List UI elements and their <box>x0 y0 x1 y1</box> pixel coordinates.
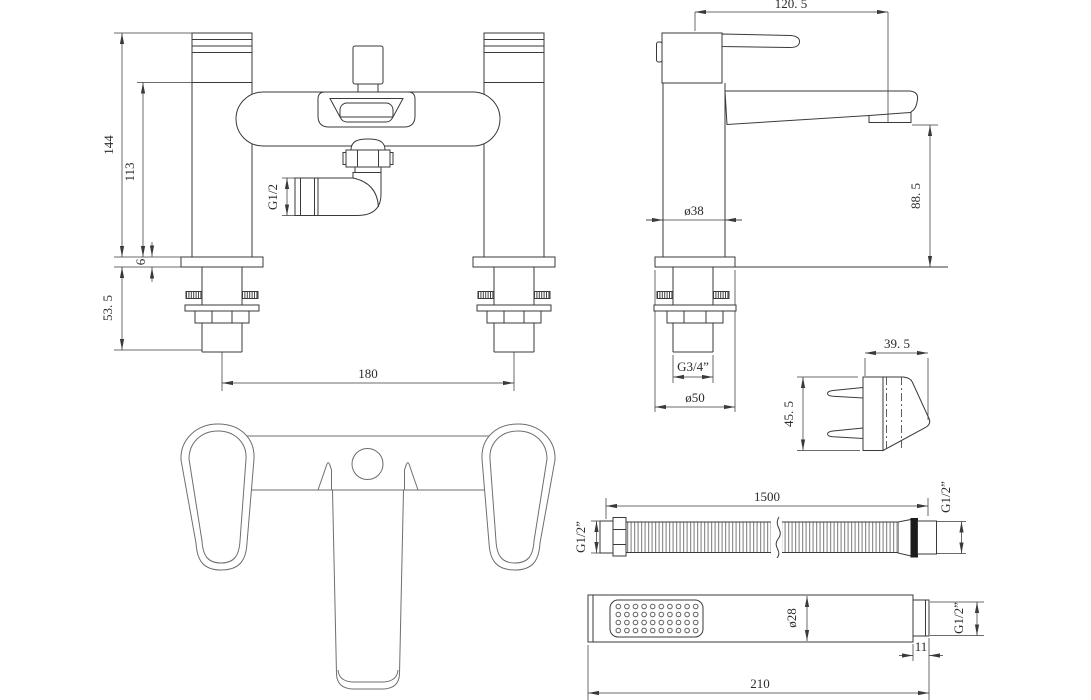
dim-hose-right-thread: G1/2” <box>937 481 966 554</box>
right-handle-inner <box>489 430 548 564</box>
right-handle <box>481 423 556 571</box>
lever-handle <box>656 32 801 84</box>
dim-base-diameter-label: ø50 <box>685 390 705 405</box>
dim-hose-length: 1500 <box>605 489 929 519</box>
spout-left-wing <box>317 462 332 491</box>
dim-bracket-height-label: 45. 5 <box>781 401 796 427</box>
left-inlet-tail <box>184 267 260 391</box>
dim-body-height-label: 113 <box>122 162 137 181</box>
side-base-flange <box>654 256 736 268</box>
dim-spout-height-label: 88. 5 <box>908 183 923 209</box>
left-base-flange <box>180 256 264 268</box>
dim-deck-thickness-label: 6 <box>133 258 148 265</box>
body-bar <box>241 435 495 491</box>
front-view: 144 113 6 53. 5 180 <box>100 32 556 391</box>
dim-total-height-label: 144 <box>101 135 116 155</box>
side-inlet-tail <box>653 267 737 412</box>
bracket-view: 39. 5 45. 5 <box>781 336 931 452</box>
dim-handset-length-label: 210 <box>750 676 770 691</box>
spray-holes <box>614 602 700 635</box>
dim-hose-left-thread-label: G1/2” <box>573 521 588 553</box>
right-pillar <box>483 32 545 258</box>
spout-right-wing <box>404 462 419 491</box>
mixer-body <box>235 91 501 147</box>
hose-break-symbol <box>771 516 782 559</box>
dim-inlet-thread: G3/4” <box>672 355 714 383</box>
dim-bracket-width: 39. 5 <box>864 336 929 420</box>
dim-under-deck: 53. 5 <box>100 267 202 351</box>
spout <box>724 90 919 126</box>
body-centre-panel <box>317 91 416 128</box>
handles-top-view <box>180 423 556 690</box>
left-pillar <box>191 32 253 258</box>
dim-projection-label: 120. 5 <box>775 0 808 11</box>
dim-pillar-diameter: ø38 <box>646 203 742 223</box>
left-handle-inner <box>188 430 247 564</box>
bracket-plate <box>862 376 884 451</box>
dim-pillar-diameter-label: ø38 <box>684 203 704 218</box>
handset-connector <box>912 599 930 637</box>
dim-connector-length: 11 <box>899 638 943 700</box>
spout-front <box>331 489 405 690</box>
dim-handset-diameter: ø28 <box>784 596 810 641</box>
dim-hose-left-thread: G1/2” <box>573 520 600 554</box>
dim-handset-thread-label: G1/2” <box>951 602 966 634</box>
handset-spray-face <box>609 599 704 638</box>
dim-handset-length: 210 <box>587 645 929 700</box>
dim-inlet-thread-label: G3/4” <box>677 359 709 374</box>
dim-deck-thickness: 6 <box>114 242 185 282</box>
dim-body-height: 113 <box>122 82 192 257</box>
diverter-circle <box>351 448 384 480</box>
dim-handset-diameter-label: ø28 <box>784 608 799 628</box>
dim-hose-right-thread-label: G1/2” <box>938 481 953 513</box>
shower-outlet-elbow <box>294 138 394 216</box>
hose-left-fitting <box>599 517 627 557</box>
left-handle <box>180 423 255 571</box>
bracket-prong-top <box>826 386 864 399</box>
bracket-cone <box>882 376 931 452</box>
dim-connector-length-label: 11 <box>915 639 928 654</box>
right-base-flange <box>472 256 556 268</box>
dim-total-height: 144 <box>101 32 192 258</box>
dim-spout-height: 88. 5 <box>908 124 938 267</box>
dim-projection: 120. 5 <box>694 0 889 123</box>
hose-right-fitting <box>897 518 937 558</box>
side-view: 120. 5 88. 5 ø38 G3/4” ø50 <box>646 0 948 412</box>
dim-handset-thread: G1/2” <box>930 601 984 636</box>
dim-under-deck-label: 53. 5 <box>100 295 115 321</box>
diverter-knob <box>352 45 384 85</box>
dim-bracket-width-label: 39. 5 <box>884 336 910 351</box>
dim-tap-centres-label: 180 <box>358 366 378 381</box>
pillar-cap-lines <box>192 39 544 83</box>
dim-bracket-height: 45. 5 <box>781 376 860 451</box>
dim-outlet-thread: G1/2 <box>265 177 295 216</box>
handset-view: ø28 11 G1/2” 210 <box>587 594 984 700</box>
dim-outlet-thread-label: G1/2 <box>265 184 280 210</box>
dim-hose-length-label: 1500 <box>754 489 780 504</box>
right-inlet-tail <box>476 267 552 391</box>
bracket-prong-bottom <box>826 427 864 440</box>
dim-tap-centres: 180 <box>222 366 514 386</box>
hose-view: 1500 G1/2” G1/2” <box>573 481 966 559</box>
dim-base-diameter: ø50 <box>655 390 735 410</box>
